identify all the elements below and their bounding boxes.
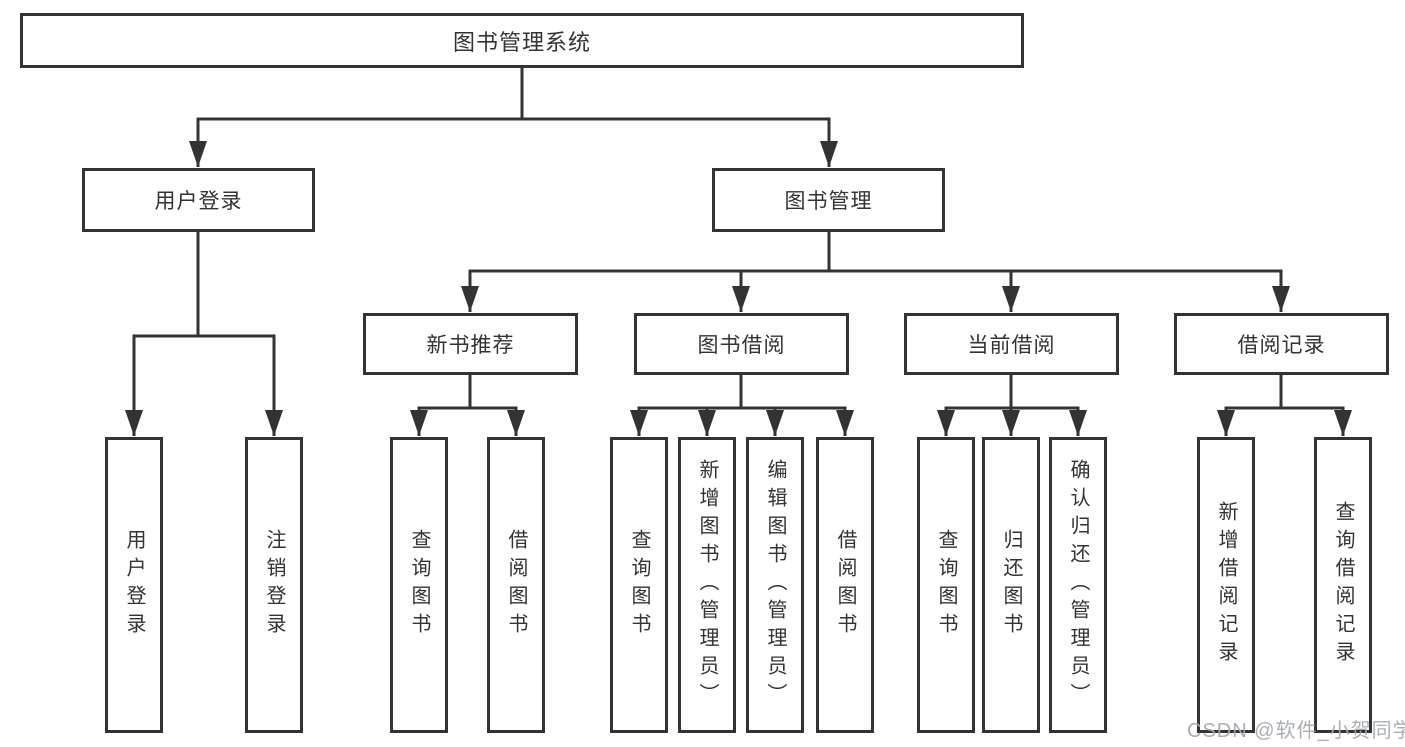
- node-borrow-records: 借阅记录: [1174, 313, 1389, 375]
- node-login-label: 用户登录: [123, 529, 145, 641]
- node-root-label: 图书管理系统: [452, 29, 591, 55]
- node-borrow-edit-books-admin-label: 编辑图书（管理员）: [764, 459, 786, 711]
- node-logout-label: 注销登录: [263, 529, 285, 641]
- node-book-management: 图书管理: [712, 168, 945, 232]
- node-current-confirm-return-admin-label: 确认归还（管理员）: [1067, 459, 1089, 711]
- node-current-borrow-label: 当前借阅: [967, 334, 1056, 357]
- node-records-add-record: 新增借阅记录: [1197, 437, 1255, 733]
- node-records-query-record: 查询借阅记录: [1314, 437, 1372, 733]
- node-logout: 注销登录: [245, 437, 303, 733]
- node-borrow-query-books: 查询图书: [610, 437, 668, 733]
- node-login: 用户登录: [105, 437, 163, 733]
- node-records-query-record-label: 查询借阅记录: [1332, 501, 1354, 669]
- node-user-login: 用户登录: [82, 168, 315, 232]
- node-borrow-add-books-admin-label: 新增图书（管理员）: [696, 459, 718, 711]
- node-borrow-borrow-books: 借阅图书: [816, 437, 874, 733]
- node-current-borrow: 当前借阅: [904, 313, 1119, 375]
- node-root: 图书管理系统: [20, 13, 1024, 68]
- node-borrow-borrow-books-label: 借阅图书: [834, 529, 856, 641]
- node-records-add-record-label: 新增借阅记录: [1215, 501, 1237, 669]
- node-current-query-books: 查询图书: [917, 437, 975, 733]
- node-borrow-add-books-admin: 新增图书（管理员）: [678, 437, 736, 733]
- node-current-return-books-label: 归还图书: [1000, 529, 1022, 641]
- node-book-management-label: 图书管理: [784, 190, 873, 213]
- csdn-watermark: CSDN @软件_小贺同学: [1187, 720, 1405, 742]
- node-current-confirm-return-admin: 确认归还（管理员）: [1049, 437, 1107, 733]
- node-borrow-edit-books-admin: 编辑图书（管理员）: [746, 437, 804, 733]
- node-recommend-query-books-label: 查询图书: [408, 529, 430, 641]
- node-current-return-books: 归还图书: [982, 437, 1040, 733]
- node-book-borrow: 图书借阅: [634, 313, 849, 375]
- node-borrow-query-books-label: 查询图书: [628, 529, 650, 641]
- node-recommend-borrow-books: 借阅图书: [487, 437, 545, 733]
- node-recommend-borrow-books-label: 借阅图书: [505, 529, 527, 641]
- node-borrow-records-label: 借阅记录: [1237, 334, 1326, 357]
- node-new-book-recommend: 新书推荐: [363, 313, 578, 375]
- node-recommend-query-books: 查询图书: [390, 437, 448, 733]
- node-new-book-recommend-label: 新书推荐: [426, 334, 515, 357]
- node-book-borrow-label: 图书借阅: [697, 334, 786, 357]
- node-current-query-books-label: 查询图书: [935, 529, 957, 641]
- node-user-login-label: 用户登录: [154, 190, 243, 213]
